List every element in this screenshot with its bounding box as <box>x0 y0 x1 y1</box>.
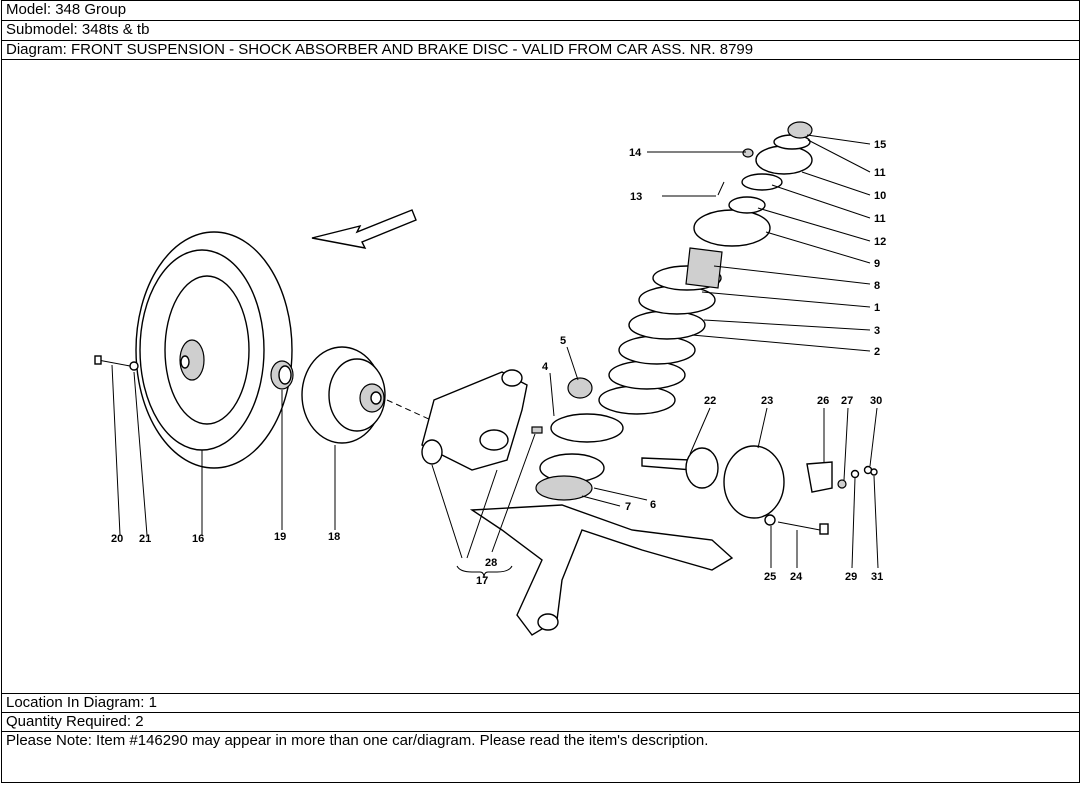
quantity-required: Quantity Required: 2 <box>2 713 1079 732</box>
dust-shield <box>723 445 785 519</box>
sensor-bracket <box>806 461 833 493</box>
diagram-title: Diagram: FRONT SUSPENSION - SHOCK ABSORB… <box>2 41 1079 60</box>
callout-label: 31 <box>871 571 883 583</box>
callout-label: 11 <box>874 213 886 225</box>
lock-ring <box>535 475 593 501</box>
model-label: Model: 348 Group <box>2 1 1079 21</box>
callout-label: 26 <box>817 395 829 407</box>
spacer-bush <box>270 360 294 390</box>
callout-label: 24 <box>790 571 803 583</box>
thrust-washer-lower <box>741 173 783 191</box>
lower-wishbone <box>469 504 734 636</box>
callout-label: 19 <box>274 531 286 543</box>
callout-label: 8 <box>874 280 880 292</box>
callout-label: 1 <box>874 302 880 314</box>
bracket-nut <box>837 479 847 489</box>
callout-label: 20 <box>111 533 123 545</box>
callout-label: 22 <box>704 395 716 407</box>
callout-label: 3 <box>874 325 880 337</box>
callout-label: 14 <box>629 147 642 159</box>
location-in-diagram: Location In Diagram: 1 <box>2 694 1079 713</box>
callout-label: 30 <box>870 395 882 407</box>
item-note: Please Note: Item #146290 may appear in … <box>6 732 709 749</box>
callout-label: 13 <box>630 191 642 203</box>
callout-label: 29 <box>845 571 857 583</box>
spring-washer <box>850 469 860 479</box>
bolt-24 <box>777 521 821 531</box>
bump-stop <box>685 247 723 289</box>
upper-mount <box>755 145 813 175</box>
submodel-label: Submodel: 348ts & tb <box>2 21 1079 41</box>
callout-label: 11 <box>874 167 886 179</box>
leader-lines <box>111 134 879 579</box>
callout-label: 21 <box>139 533 151 545</box>
callout-label: 15 <box>874 139 886 151</box>
stud-bolt <box>717 181 725 196</box>
suspension-diagram-svg: 1 2 3 4 5 6 7 8 9 10 11 11 12 13 14 15 1… <box>94 121 886 636</box>
callout-label: 2 <box>874 346 880 358</box>
drive-shaft <box>641 447 719 489</box>
washer-31 <box>870 468 878 476</box>
direction-arrow <box>311 209 417 249</box>
wheel-bolt <box>94 355 131 367</box>
callout-labels: 1 2 3 4 5 6 7 8 9 10 11 11 12 13 14 15 1… <box>111 139 886 587</box>
knuckle-bolt <box>531 426 543 434</box>
brake-disc <box>135 231 293 469</box>
callout-label: 5 <box>560 335 566 347</box>
callout-label: 27 <box>841 395 853 407</box>
callout-label: 4 <box>542 361 549 373</box>
callout-label: 17 <box>476 575 488 587</box>
steering-knuckle <box>421 369 528 471</box>
stud-nut <box>742 148 754 158</box>
shock-lower-bush <box>567 377 593 399</box>
callout-label: 18 <box>328 531 340 543</box>
exploded-parts-diagram: 1 2 3 4 5 6 7 8 9 10 11 11 12 13 14 15 1… <box>2 60 1079 694</box>
bolt-washer <box>129 361 139 371</box>
coil-spring <box>598 265 722 415</box>
spring-lower-seat <box>550 413 624 443</box>
callout-label: 23 <box>761 395 773 407</box>
callout-label: 28 <box>485 557 497 569</box>
callout-label: 10 <box>874 190 886 202</box>
callout-label: 12 <box>874 236 886 248</box>
wheel-hub <box>301 346 386 444</box>
top-nut <box>787 121 813 139</box>
top-washer <box>728 196 766 214</box>
callout-label: 7 <box>625 501 631 513</box>
callout-label: 25 <box>764 571 776 583</box>
callout-label: 6 <box>650 499 656 511</box>
callout-label: 16 <box>192 533 204 545</box>
top-mount-plate <box>693 209 771 247</box>
washer-25 <box>764 514 776 526</box>
callout-label: 9 <box>874 258 880 270</box>
